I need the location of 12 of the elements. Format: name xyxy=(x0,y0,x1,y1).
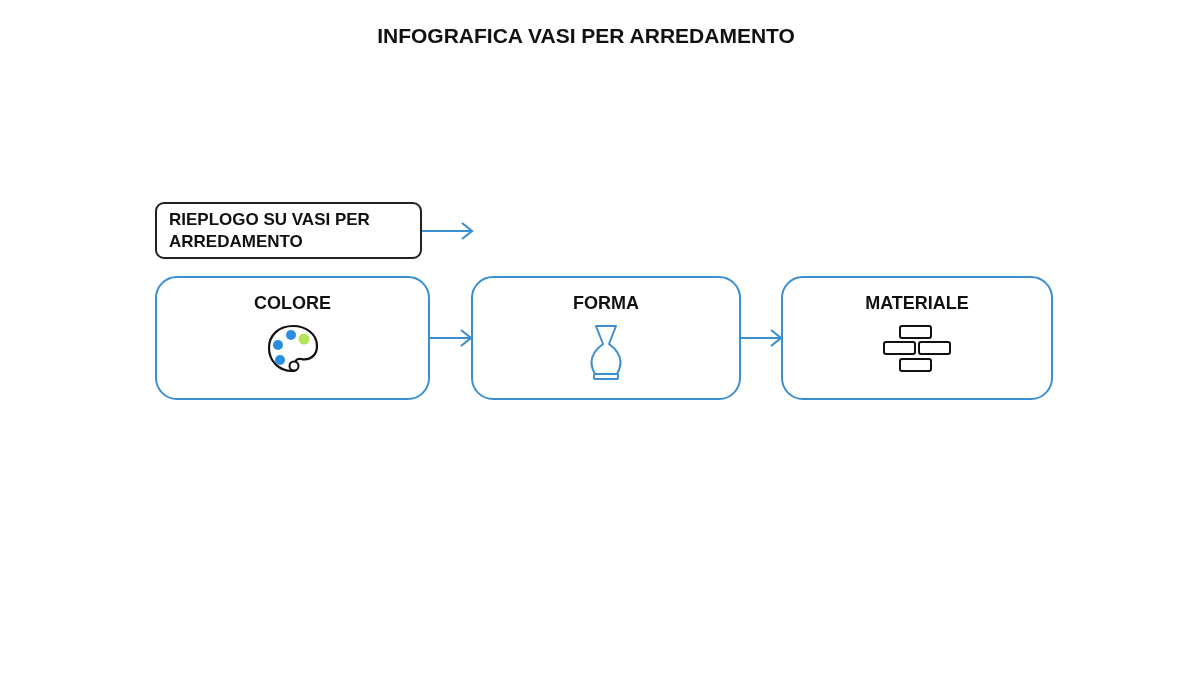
step-box xyxy=(155,276,430,400)
step-box xyxy=(471,276,741,400)
step-heading: MATERIALE xyxy=(865,292,969,314)
summary-text: RIEPLOGO SU VASI PER ARREDAMENTO xyxy=(169,208,371,253)
step-heading: COLORE xyxy=(254,292,331,314)
summary-box xyxy=(155,202,422,259)
arrow xyxy=(741,328,783,348)
step-heading: FORMA xyxy=(573,292,639,314)
arrow xyxy=(422,221,474,241)
arrow xyxy=(430,328,473,348)
step-box xyxy=(781,276,1053,400)
diagram-title: INFOGRAFICA VASI PER ARREDAMENTO xyxy=(376,23,796,49)
